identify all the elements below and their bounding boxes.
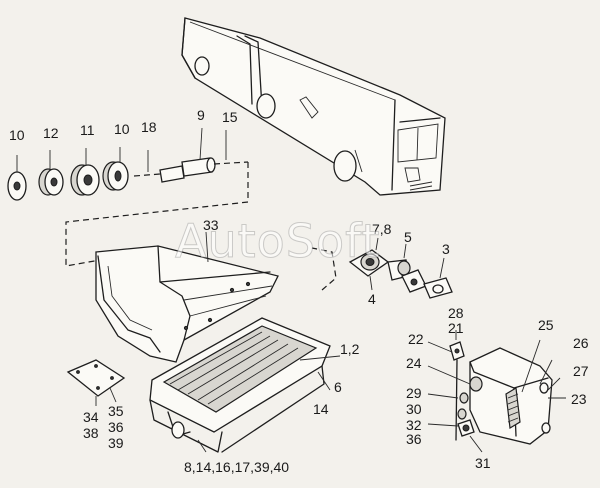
label-33: 33 xyxy=(203,217,219,233)
label-29: 29 xyxy=(406,385,422,401)
label-26: 26 xyxy=(573,335,589,351)
leader-dashed-top xyxy=(65,162,249,267)
part-fan-housing-33 xyxy=(95,231,279,363)
label-28: 28 xyxy=(448,305,464,321)
label-38: 38 xyxy=(83,425,99,441)
label-4: 4 xyxy=(368,291,376,307)
label-25: 25 xyxy=(538,317,554,333)
label-39a: 39 xyxy=(108,435,124,451)
label-1-2: 1,2 xyxy=(340,341,360,357)
bus-illustration xyxy=(181,17,446,196)
label-31: 31 xyxy=(475,455,491,471)
part-expansion-tank-23 xyxy=(469,339,566,445)
part-pipe-fittings xyxy=(348,237,453,299)
label-9: 9 xyxy=(197,107,205,123)
part-bushing-12 xyxy=(38,150,64,196)
label-3: 3 xyxy=(442,241,450,257)
leader-dashed-right xyxy=(311,247,337,291)
label-11: 11 xyxy=(80,122,95,138)
label-36a: 36 xyxy=(108,419,124,435)
part-washer-10a xyxy=(7,155,27,201)
label-5: 5 xyxy=(404,229,412,245)
label-15: 15 xyxy=(222,109,238,125)
label-10a: 10 xyxy=(9,127,25,143)
label-27: 27 xyxy=(573,363,589,379)
label-6: 6 xyxy=(334,379,342,395)
label-35: 35 xyxy=(108,403,124,419)
label-23: 23 xyxy=(571,391,587,407)
label-7-8: 7,8 xyxy=(372,221,392,237)
label-21: 21 xyxy=(448,320,464,336)
label-24: 24 xyxy=(406,355,422,371)
label-36b: 36 xyxy=(406,431,422,447)
label-30: 30 xyxy=(406,401,422,417)
leader-bottom xyxy=(197,439,207,453)
label-12: 12 xyxy=(43,125,59,141)
part-washer-10b xyxy=(102,147,129,191)
label-32: 32 xyxy=(406,417,422,433)
part-tank-fittings xyxy=(427,330,483,453)
label-18: 18 xyxy=(141,119,157,135)
part-bearing-11 xyxy=(70,148,100,196)
label-14: 14 xyxy=(313,401,329,417)
part-cover-plate-34 xyxy=(66,359,126,406)
part-shaft-9 xyxy=(133,127,249,183)
label-10b: 10 xyxy=(114,121,130,137)
label-34: 34 xyxy=(83,409,99,425)
label-bottom-group: 8,14,16,17,39,40 xyxy=(184,459,290,475)
part-radiator-1-2 xyxy=(149,317,341,453)
label-22: 22 xyxy=(408,331,424,347)
